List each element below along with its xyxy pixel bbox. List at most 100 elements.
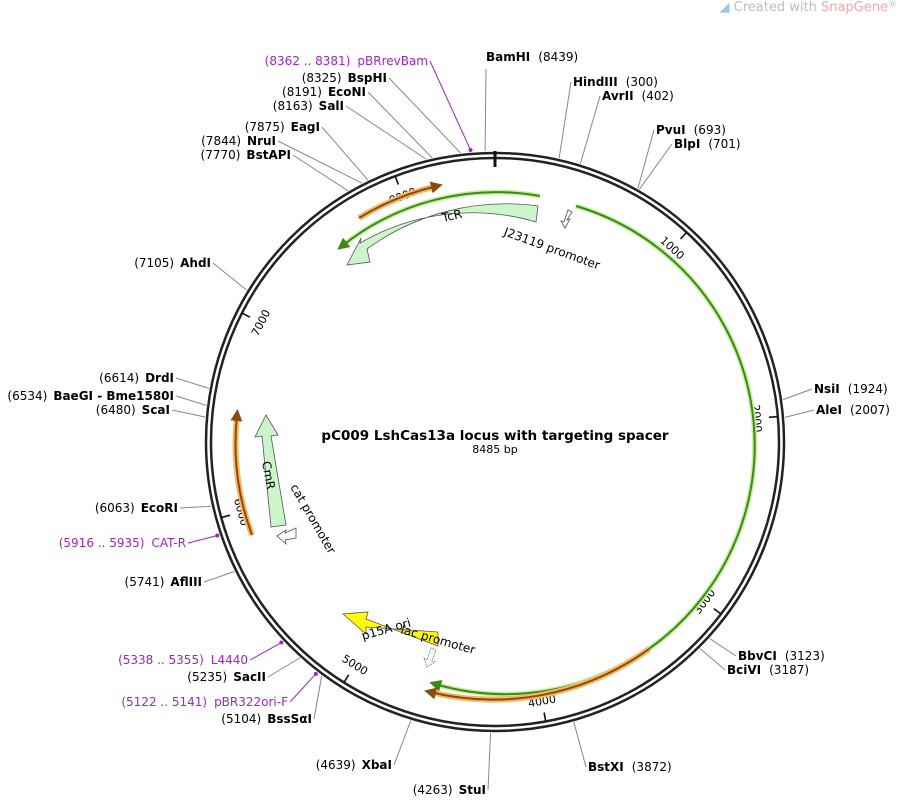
plasmid-length: 8485 bp <box>472 443 517 456</box>
feature-p15a-ori-arrow[interactable] <box>342 611 439 647</box>
site-leader-line <box>637 129 655 189</box>
primer-binding-mark <box>215 533 220 538</box>
orf-bottom <box>424 648 650 701</box>
primer-binding-mark <box>279 640 284 645</box>
site-leader-line <box>388 77 461 154</box>
site-leader-line <box>393 720 412 766</box>
scale-tick <box>394 175 400 185</box>
site-leader-line <box>558 81 572 159</box>
site-label[interactable]: (6614)DrdI <box>99 371 174 385</box>
site-leader-line <box>267 657 301 678</box>
watermark-brand: SnapGene <box>820 0 888 15</box>
site-label[interactable]: BlpI(701) <box>674 137 741 151</box>
site-leader-line <box>573 721 587 768</box>
site-leader-line <box>212 262 248 291</box>
site-label[interactable]: PvuI(693) <box>656 123 726 137</box>
orf-top <box>358 181 443 219</box>
primer-binding-mark <box>313 671 318 676</box>
site-leader-line <box>277 140 363 184</box>
scale-tick <box>679 231 688 240</box>
scale-tick <box>343 674 350 683</box>
feature-cat-promoter-arrow[interactable] <box>276 527 297 546</box>
site-label[interactable]: (5104)BssSαI <box>221 712 312 726</box>
primer-label[interactable]: (5916 .. 5935)CAT-R <box>59 536 186 550</box>
site-leader-line <box>782 388 813 401</box>
watermark-registered-mark: ® <box>888 0 897 10</box>
watermark-prefix: Created with <box>733 0 821 15</box>
site-label[interactable]: (7844)NruI <box>201 134 276 148</box>
site-label[interactable]: (7770)BstAPI <box>201 148 291 162</box>
site-label[interactable]: (7105)AhdI <box>134 256 211 270</box>
site-leader-line <box>638 143 673 190</box>
site-leader-line <box>487 732 492 791</box>
primer-label[interactable]: (5338 .. 5355)L4440 <box>118 653 248 667</box>
site-label[interactable]: (8163)SalI <box>273 99 344 113</box>
site-label[interactable]: AleI(2007) <box>816 403 890 417</box>
primer-annotations: (8362 .. 8381)pBRrevBam (5916 .. 5935)CAT… <box>59 54 473 709</box>
site-leader-line <box>345 105 427 160</box>
orf-main <box>429 205 756 696</box>
site-leader-line <box>321 126 369 181</box>
restriction-sites: BamHI(8439) HindIII(300)AvrII(402) PvuI(69… <box>7 50 890 797</box>
feature-label-lac-promoter: lac promoter <box>399 622 477 657</box>
site-label[interactable]: (7875)EagI <box>245 120 320 134</box>
scale-tick-label: 5000 <box>340 652 371 678</box>
scale-tick-label: 7000 <box>249 307 273 338</box>
site-leader-line <box>709 638 737 657</box>
site-label[interactable]: HindIII(300) <box>573 75 658 89</box>
feature-label-cat-promoter: cat promoter <box>287 482 338 557</box>
site-leader-line <box>179 505 212 509</box>
scale-tick <box>241 312 251 318</box>
site-leader-line <box>484 68 487 152</box>
site-label[interactable]: (4639)XbaI <box>316 758 392 772</box>
scale-tick <box>543 712 547 722</box>
site-label[interactable]: NsiI(1924) <box>814 382 888 396</box>
primer-leader-line <box>249 642 282 661</box>
site-leader-line <box>175 377 210 389</box>
snapgene-logo-icon: ◢ <box>719 0 730 15</box>
site-label[interactable]: (6063)EcoRI <box>95 501 178 515</box>
primer-leader-line <box>289 673 317 703</box>
site-label[interactable]: (6480)ScaI <box>96 403 170 417</box>
orf-left <box>230 409 253 536</box>
primer-leader-line <box>429 60 471 151</box>
site-label[interactable]: BamHI(8439) <box>486 50 578 64</box>
site-label[interactable]: AvrII(402) <box>602 89 674 103</box>
primer-label[interactable]: (5122 .. 5141)pBR322ori-F <box>121 695 288 709</box>
scale-tick <box>768 415 778 419</box>
site-label[interactable]: BstXI(3872) <box>588 760 672 774</box>
site-label[interactable]: (8191)EcoNI <box>282 85 366 99</box>
feature-label-tcr: TcR <box>440 207 464 225</box>
site-leader-line <box>292 154 349 192</box>
site-leader-line <box>784 409 815 418</box>
scale-tick <box>221 514 231 519</box>
scale-tick <box>713 607 722 615</box>
primer-label[interactable]: (8362 .. 8381)pBRrevBam <box>265 54 428 68</box>
feature-tcr-arrow[interactable] <box>346 203 539 266</box>
site-label[interactable]: (5235)SacII <box>187 670 266 684</box>
site-label[interactable]: (4263)StuI <box>413 783 486 797</box>
site-label[interactable]: (6534)BaeGI - Bme1580I <box>7 389 174 403</box>
site-label[interactable]: (5741)AflIII <box>125 575 202 589</box>
site-leader-line <box>313 675 323 720</box>
snapgene-watermark: ◢ Created with SnapGene® <box>720 0 897 15</box>
primer-binding-mark <box>468 148 473 153</box>
orf-tcr <box>337 191 541 250</box>
plasmid-title: pC009 LshCas13a locus with targeting spa… <box>321 428 669 444</box>
site-leader-line <box>175 395 207 406</box>
site-label[interactable]: BciVI(3187) <box>727 663 809 677</box>
site-leader-line <box>203 571 235 583</box>
feature-cmr-arrow[interactable] <box>254 414 287 528</box>
site-leader-line <box>579 95 601 164</box>
feature-label-cmr: CmR <box>259 460 278 490</box>
feature-lac-promoter-arrow[interactable] <box>423 647 437 668</box>
feature-label-j23119: J23119 promoter <box>501 224 602 272</box>
primer-leader-line <box>187 535 218 544</box>
site-leader-line <box>171 409 206 418</box>
site-label[interactable]: (8325)BspHI <box>302 71 387 85</box>
feature-j23119-promoter-arrow[interactable] <box>560 209 573 229</box>
site-label[interactable]: BbvCI(3123) <box>738 649 825 663</box>
site-leader-line <box>699 648 726 671</box>
site-leader-line <box>367 91 433 159</box>
